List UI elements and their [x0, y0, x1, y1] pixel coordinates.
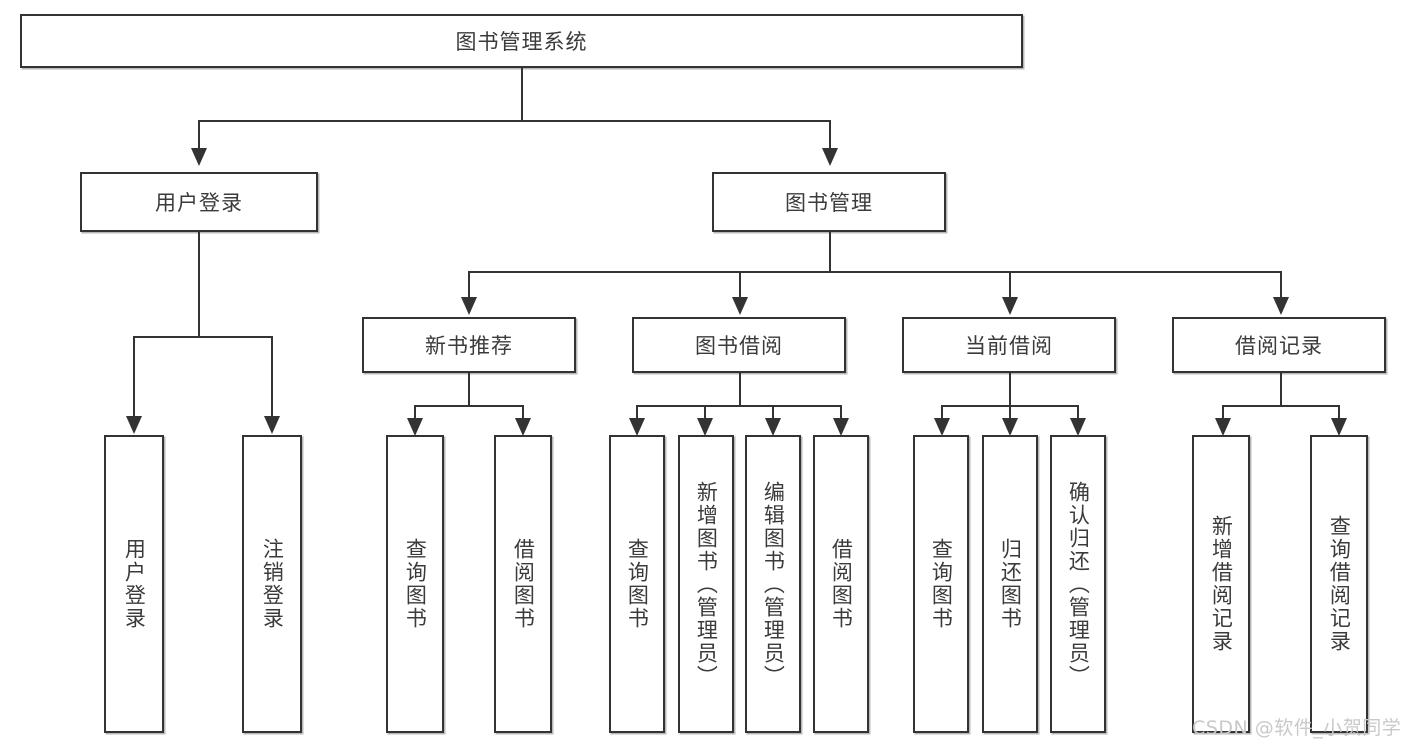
arrow-to-leaf-return-book [1002, 418, 1018, 436]
node-leaf-confirm-return[interactable]: 确认归还（管理员） [1050, 435, 1106, 733]
connector-level3-drop-4 [1280, 271, 1282, 297]
connector-current-borrow-stem [1009, 373, 1011, 405]
node-leaf-query-book-2-label: 查询图书 [625, 538, 650, 630]
node-leaf-borrow-book-1[interactable]: 借阅图书 [494, 435, 552, 733]
connector-book-borrow-drop-3 [772, 405, 774, 418]
connector-level3-drop-2 [739, 271, 741, 297]
node-leaf-borrow-book-2[interactable]: 借阅图书 [813, 435, 869, 733]
connector-level2-bus [198, 120, 830, 122]
node-leaf-query-record[interactable]: 查询借阅记录 [1310, 435, 1368, 733]
node-leaf-add-record[interactable]: 新增借阅记录 [1192, 435, 1250, 733]
connector-borrow-record-bus [1222, 405, 1340, 407]
node-root-label: 图书管理系统 [455, 30, 588, 54]
node-leaf-user-login-label: 用户登录 [122, 538, 147, 630]
node-current-borrow[interactable]: 当前借阅 [902, 317, 1116, 373]
node-new-book-rec[interactable]: 新书推荐 [362, 317, 576, 373]
node-root[interactable]: 图书管理系统 [20, 14, 1023, 68]
connector-new-book-rec-stem [468, 373, 470, 405]
arrow-to-leaf-user-login [126, 416, 142, 434]
connector-new-book-rec-bus [414, 405, 524, 407]
node-leaf-query-book-3-label: 查询图书 [929, 538, 954, 630]
connector-new-book-rec-drop-2 [522, 405, 524, 418]
arrow-to-leaf-query-book-2 [629, 418, 645, 436]
connector-book-borrow-stem [739, 373, 741, 405]
node-book-borrow-label: 图书借阅 [695, 334, 783, 358]
node-leaf-add-record-label: 新增借阅记录 [1209, 515, 1234, 653]
node-leaf-return-book-label: 归还图书 [998, 538, 1023, 630]
arrow-to-leaf-confirm-return [1070, 418, 1086, 436]
connector-book-borrow-drop-2 [704, 405, 706, 418]
connector-current-borrow-drop-2 [1009, 405, 1011, 418]
arrow-to-user-login [191, 148, 207, 166]
arrow-to-leaf-query-record [1331, 418, 1347, 436]
node-leaf-query-book-1[interactable]: 查询图书 [386, 435, 444, 733]
arrow-to-current-borrow [1002, 297, 1018, 315]
arrow-to-book-borrow [732, 297, 748, 315]
connector-level3-bus [468, 271, 1280, 273]
node-user-login[interactable]: 用户登录 [80, 172, 318, 232]
connector-level3-drop-3 [1009, 271, 1011, 297]
node-leaf-query-record-label: 查询借阅记录 [1327, 515, 1352, 653]
connector-user-login-drop-2 [271, 336, 273, 416]
node-leaf-add-book[interactable]: 新增图书（管理员） [678, 435, 734, 733]
node-leaf-user-login[interactable]: 用户登录 [104, 435, 164, 733]
connector-level2-drop-user [198, 120, 200, 148]
connector-user-login-drop-1 [133, 336, 135, 416]
arrow-to-leaf-add-book [697, 418, 713, 436]
node-borrow-record[interactable]: 借阅记录 [1172, 317, 1386, 373]
node-current-borrow-label: 当前借阅 [965, 334, 1053, 358]
node-leaf-query-book-1-label: 查询图书 [403, 538, 428, 630]
arrow-to-leaf-query-book-1 [407, 418, 423, 436]
watermark-text: CSDN @软件_小贺同学 [1192, 717, 1402, 739]
connector-root-stem [521, 68, 523, 120]
node-leaf-user-logout-label: 注销登录 [260, 538, 285, 630]
arrow-to-borrow-record [1273, 297, 1289, 315]
connector-borrow-record-drop-1 [1222, 405, 1224, 418]
node-leaf-edit-book-label: 编辑图书（管理员） [761, 480, 786, 688]
connector-level2-drop-book [829, 120, 831, 148]
connector-book-manage-stem [829, 232, 831, 271]
node-new-book-rec-label: 新书推荐 [425, 334, 513, 358]
connector-user-login-stem [198, 232, 200, 336]
connector-user-login-bus [133, 336, 273, 338]
connector-current-borrow-drop-1 [941, 405, 943, 418]
node-book-manage[interactable]: 图书管理 [712, 172, 946, 232]
node-borrow-record-label: 借阅记录 [1235, 334, 1323, 358]
arrow-to-leaf-query-book-3 [934, 418, 950, 436]
arrow-to-leaf-add-record [1215, 418, 1231, 436]
arrow-to-new-book-rec [461, 297, 477, 315]
node-leaf-query-book-3[interactable]: 查询图书 [913, 435, 969, 733]
node-leaf-return-book[interactable]: 归还图书 [982, 435, 1038, 733]
connector-book-borrow-drop-1 [636, 405, 638, 418]
connector-new-book-rec-drop-1 [414, 405, 416, 418]
arrow-to-book-manage [822, 148, 838, 166]
node-leaf-confirm-return-label: 确认归还（管理员） [1066, 480, 1091, 688]
arrow-to-leaf-edit-book [765, 418, 781, 436]
node-book-borrow[interactable]: 图书借阅 [632, 317, 846, 373]
connector-current-borrow-drop-3 [1077, 405, 1079, 418]
node-book-manage-label: 图书管理 [785, 191, 873, 215]
node-leaf-user-logout[interactable]: 注销登录 [242, 435, 302, 733]
connector-book-borrow-drop-4 [840, 405, 842, 418]
node-user-login-label: 用户登录 [155, 191, 243, 215]
arrow-to-leaf-user-logout [264, 416, 280, 434]
connector-book-borrow-bus [636, 405, 842, 407]
node-leaf-borrow-book-2-label: 借阅图书 [829, 538, 854, 630]
node-leaf-borrow-book-1-label: 借阅图书 [511, 538, 536, 630]
connector-borrow-record-stem [1280, 373, 1282, 405]
node-leaf-query-book-2[interactable]: 查询图书 [609, 435, 665, 733]
connector-borrow-record-drop-2 [1338, 405, 1340, 418]
arrow-to-leaf-borrow-book-2 [833, 418, 849, 436]
arrow-to-leaf-borrow-book-1 [515, 418, 531, 436]
node-leaf-add-book-label: 新增图书（管理员） [694, 480, 719, 688]
connector-level3-drop-1 [468, 271, 470, 297]
node-leaf-edit-book[interactable]: 编辑图书（管理员） [745, 435, 801, 733]
